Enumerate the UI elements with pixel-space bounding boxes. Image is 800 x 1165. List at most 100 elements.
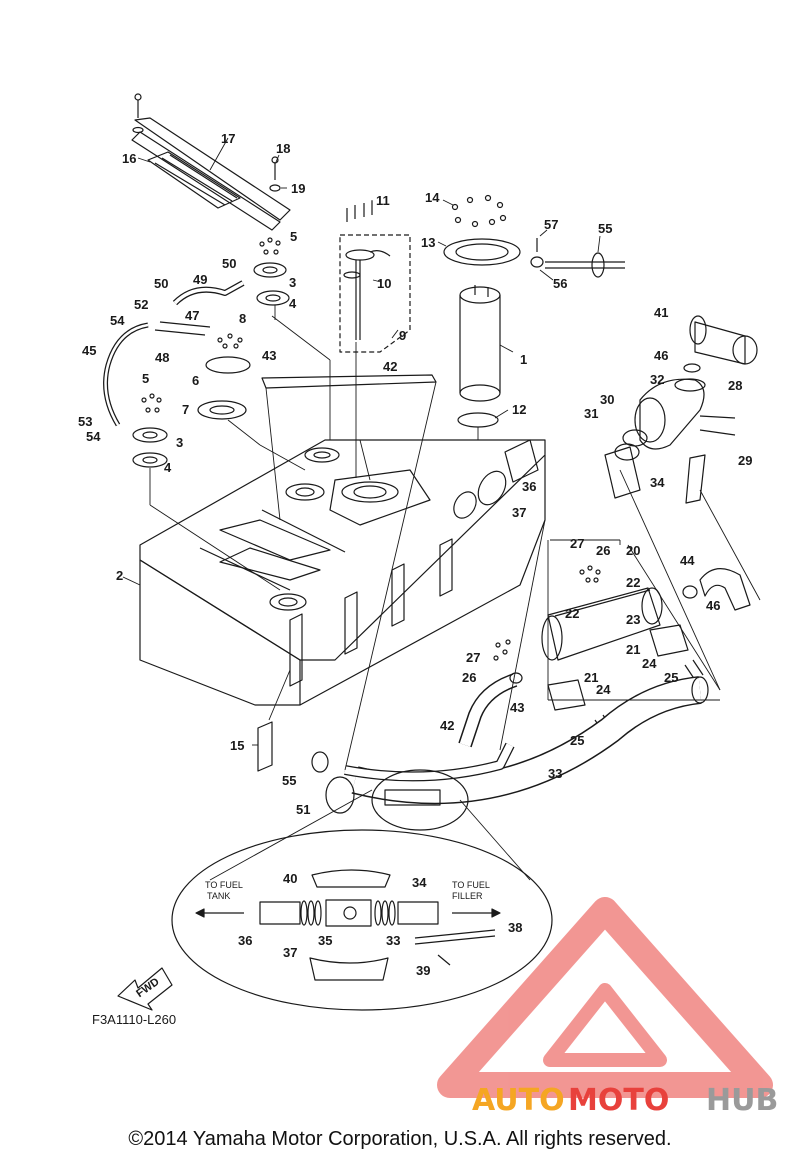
callout-4b: 4 [164,460,172,475]
callout-41: 41 [654,305,668,320]
part-55-fitting [530,238,625,278]
callout-38: 38 [508,920,522,935]
callout-56: 56 [553,276,567,291]
callout-10: 10 [377,276,391,291]
callout-49: 49 [193,272,207,287]
inset-right-label-1: TO FUEL [452,880,490,890]
callout-27a: 27 [570,536,584,551]
callout-32: 32 [650,372,664,387]
callout-28: 28 [728,378,742,393]
part-20-separator [541,587,663,661]
callout-27b: 27 [466,650,480,665]
callout-14: 14 [425,190,440,205]
callout-46b: 46 [706,598,720,613]
callout-25a: 25 [664,670,678,685]
callout-33a: 33 [548,766,562,781]
callout-51: 51 [296,802,310,817]
callout-43a: 43 [262,348,276,363]
callout-22a: 22 [626,575,640,590]
callout-19: 19 [291,181,305,196]
callout-26a: 26 [596,543,610,558]
inset-left-label-2: TANK [207,891,230,901]
watermark-moto: MOTO [568,1083,669,1118]
callout-50b: 50 [154,276,168,291]
part-55-ring [311,751,329,773]
part-16-mat [147,151,241,209]
callout-39: 39 [416,963,430,978]
callout-26b: 26 [462,670,476,685]
callout-5b: 5 [142,371,149,386]
callout-34b: 34 [412,875,427,890]
part-51-clamp [325,776,355,814]
copyright-notice: ©2014 Yamaha Motor Corporation, U.S.A. A… [128,1128,672,1150]
part-12-o-ring [457,412,499,428]
callout-35: 35 [318,933,332,948]
leader-lines [122,137,761,881]
callout-labels: 1 2 3 3 4 4 5 5 6 7 8 9 10 11 12 13 14 1… [78,131,752,1027]
callout-46a: 46 [654,348,668,363]
callout-2: 2 [116,568,123,583]
part-7-gasket [197,400,247,420]
callout-24a: 24 [642,656,657,671]
part-11-screws [346,201,373,222]
callout-16: 16 [122,151,136,166]
part-1-pump-canister [459,285,501,402]
callout-1: 1 [520,352,527,367]
callout-54a: 54 [110,313,125,328]
callout-31: 31 [584,406,598,421]
part-41-filler-cap [683,315,758,373]
callout-36b: 36 [238,933,252,948]
callout-21b: 21 [584,670,598,685]
callout-40: 40 [283,871,297,886]
callout-37a: 37 [512,505,526,520]
part-6-cap-plate [205,333,251,374]
part-13-plate [443,194,521,266]
callout-30: 30 [600,392,614,407]
callout-6: 6 [192,373,199,388]
callout-4a: 4 [289,296,297,311]
callout-55b: 55 [282,773,296,788]
part-45-tube [103,322,149,427]
callout-12: 12 [512,402,526,417]
part-21-bracket [649,624,689,657]
callout-34a: 34 [650,475,665,490]
callout-15: 15 [230,738,244,753]
part-28-filler-neck [634,378,706,450]
callout-48: 48 [155,350,169,365]
callout-57: 57 [544,217,558,232]
part-17-cover-rail [131,93,291,231]
inset-detail [171,829,553,1011]
callout-13: 13 [421,235,435,250]
callout-42a: 42 [383,359,397,374]
callout-37b: 37 [283,945,297,960]
callout-25b: 25 [570,733,584,748]
inset-right-label-2: FILLER [452,891,483,901]
callout-54b: 54 [86,429,101,444]
callout-52: 52 [134,297,148,312]
callout-18: 18 [276,141,290,156]
part-44-elbow [699,568,751,611]
callout-36a: 36 [522,479,536,494]
fwd-arrow [117,967,173,1011]
callout-44: 44 [680,553,695,568]
callout-5a: 5 [290,229,297,244]
part-9-fuel-sender [339,234,411,353]
part-3-flange-lower [132,393,168,468]
callout-23: 23 [626,612,640,627]
callout-29: 29 [738,453,752,468]
callout-8: 8 [239,311,246,326]
callout-43b: 43 [510,700,524,715]
watermark-logo [437,897,773,1098]
watermark-text: AUTO MOTO HUB [472,1083,778,1118]
callout-7: 7 [182,402,189,417]
callout-55a: 55 [598,221,612,236]
callout-20: 20 [626,543,640,558]
callout-11: 11 [376,193,390,208]
callout-33b: 33 [386,933,400,948]
watermark-auto: AUTO [472,1083,565,1118]
part-36-hose [504,439,539,483]
callout-21a: 21 [626,642,640,657]
callout-24b: 24 [596,682,611,697]
callout-45: 45 [82,343,96,358]
